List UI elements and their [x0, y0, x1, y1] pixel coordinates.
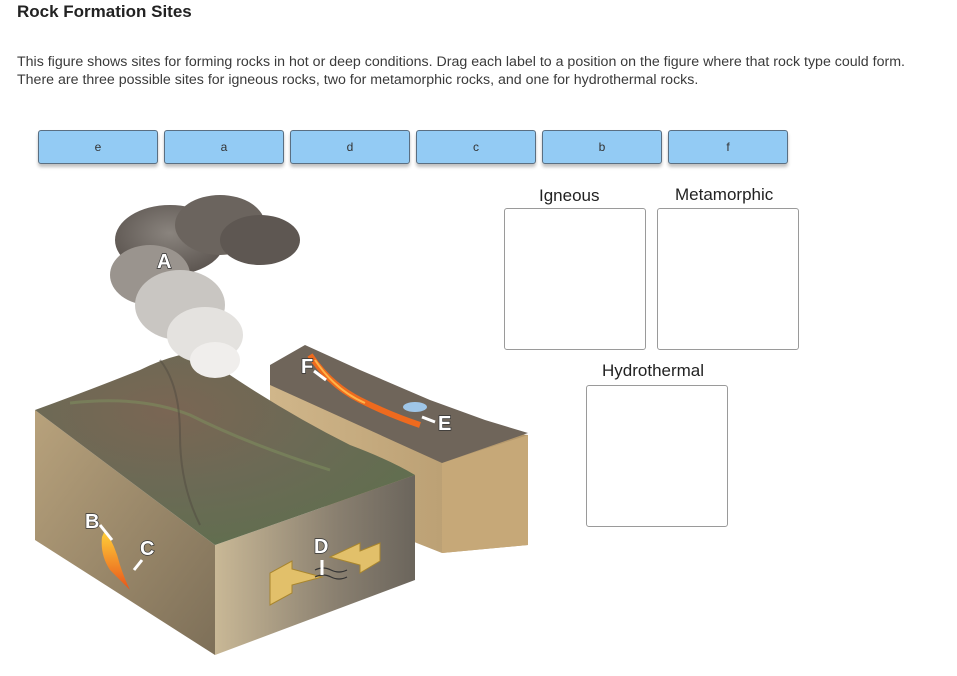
pointer-line-c [132, 559, 144, 571]
pointer-line-e [421, 415, 436, 424]
metamorphic-zone-label: Metamorphic [675, 185, 774, 204]
site-letter-a: A [157, 251, 171, 273]
page-title: Rock Formation Sites [17, 2, 192, 21]
draggable-label-b[interactable]: b [542, 130, 662, 164]
igneous-dropzone[interactable] [504, 208, 646, 350]
site-letter-c: C [140, 538, 154, 560]
draggable-label-c[interactable]: c [416, 130, 536, 164]
main-rock-block [35, 354, 415, 655]
pointer-line-f [313, 369, 327, 382]
hydrothermal-dropzone[interactable] [586, 385, 728, 527]
igneous-zone-label: Igneous [539, 186, 600, 205]
site-letter-e: E [438, 413, 451, 435]
draggable-label-e[interactable]: e [38, 130, 158, 164]
ash-plume [110, 195, 300, 378]
site-letter-b: B [85, 511, 99, 533]
draggable-label-d[interactable]: d [290, 130, 410, 164]
hydrothermal-zone-label: Hydrothermal [602, 361, 705, 380]
site-letter-d: D [314, 536, 328, 558]
pointer-line-b [98, 524, 114, 541]
label-bank: e a d c b f [38, 130, 788, 164]
draggable-label-a[interactable]: a [164, 130, 284, 164]
rock-formation-figure: A B C D E F [35, 195, 528, 655]
site-letter-f: F [301, 356, 313, 378]
draggable-label-f[interactable]: f [668, 130, 788, 164]
metamorphic-dropzone[interactable] [657, 208, 799, 350]
instructions-text: This figure shows sites for forming rock… [17, 54, 905, 88]
